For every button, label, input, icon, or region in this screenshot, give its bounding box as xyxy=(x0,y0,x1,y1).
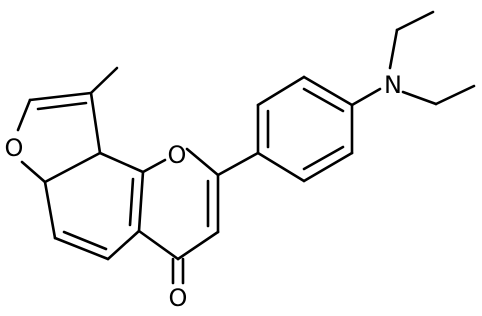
bond-pyran-c4-c4a xyxy=(137,229,180,261)
bond-phenyl-2 xyxy=(256,75,306,107)
atom-o-pyran: O xyxy=(168,141,187,169)
bond-c2-phenyl xyxy=(216,151,260,177)
bond-pyran-o1-c2 xyxy=(185,147,220,177)
bond-phenyl-6 xyxy=(256,151,306,183)
atom-o-furan: O xyxy=(5,134,24,162)
bond-n-ethyl1-ch2 xyxy=(388,28,399,70)
bond-benzo-c3a-c7a xyxy=(43,151,102,184)
bond-pyran-c8a-o1 xyxy=(141,158,167,174)
atom-o-carbonyl: O xyxy=(169,284,188,312)
bond-n-ethyl2-ch2 xyxy=(401,90,438,106)
bond-furan-c2-o xyxy=(16,98,32,132)
bond-methyl xyxy=(89,66,119,95)
bond-benzo-c7-c6 xyxy=(53,236,110,261)
bond-benzo-c7-c6-inner xyxy=(62,230,108,251)
atom-n-amine: N xyxy=(384,71,402,99)
bond-furan-c3-c3a xyxy=(89,91,102,155)
bond-benzo-c4a-c8a-inner xyxy=(128,177,135,227)
bond-phenyl-n xyxy=(350,87,382,107)
bond-phenyl-3 xyxy=(302,75,354,107)
bond-phenyl-3-inner xyxy=(302,87,345,113)
bond-phenyl-5 xyxy=(302,151,354,183)
bond-benzo-c6-c4a xyxy=(106,229,141,261)
bond-furan-o-c7a xyxy=(20,160,47,184)
bond-benzo-c8a-c3a xyxy=(98,151,145,174)
bond-benzo-c7a-c7 xyxy=(43,180,57,240)
bond-ethyl1-ch3 xyxy=(395,10,435,32)
bond-furan-c3-c2-inner xyxy=(36,101,88,111)
bond-furan-c3-c2 xyxy=(28,91,93,102)
bond-pyran-c3-c4 xyxy=(176,230,220,261)
bond-benzo-c4a-c8a xyxy=(137,170,145,233)
bond-phenyl-5-inner xyxy=(302,145,345,171)
bond-ethyl2-ch3 xyxy=(434,84,476,106)
